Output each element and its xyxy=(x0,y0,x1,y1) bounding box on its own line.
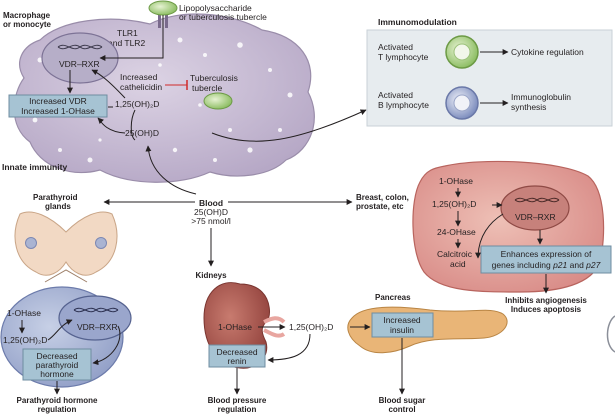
pancreas-title: Pancreas xyxy=(375,293,411,302)
pancreas-outcome-2: control xyxy=(388,405,415,414)
insulin-box-line2: insulin xyxy=(390,325,414,335)
cancer-title-2: prostate, etc xyxy=(356,202,404,211)
kidneys-title: Kidneys xyxy=(195,271,227,280)
kidney-outcome: Blood pressure xyxy=(208,396,267,405)
tlr-label: TLR1 xyxy=(117,28,138,38)
parathyroid-arrows xyxy=(19,319,121,395)
macrophage-calcidiol: 25(OH)D xyxy=(125,128,159,138)
pth-outcome-2: regulation xyxy=(38,405,77,414)
tubercle-label: Tuberculosis xyxy=(190,73,238,83)
kidney-feedback-arrow xyxy=(267,333,311,363)
pth-box-line2: parathyroid xyxy=(36,360,79,370)
parathyroid-nucleus xyxy=(58,295,132,341)
blood-arrows xyxy=(103,145,353,267)
parathyroid-hormone-box xyxy=(22,348,92,381)
immunoglobulin-label-2: synthesis xyxy=(511,102,546,112)
dna-helix-icon xyxy=(73,307,119,313)
lps-label-2: or tuberculosis tubercle xyxy=(179,12,267,22)
tumor-ohase: 1-OHase xyxy=(439,176,473,186)
insulin-box xyxy=(371,312,434,338)
immunomodulation-title: Immunomodulation xyxy=(378,17,457,27)
lps-tubercle-icon xyxy=(148,0,178,16)
thyroid-callout xyxy=(44,269,88,283)
tubercle-label-2: tubercle xyxy=(192,83,223,93)
pth-box-line3: hormone xyxy=(40,369,74,379)
parathyroid-nodules xyxy=(25,237,107,249)
lps-label: Lipopolysaccharide xyxy=(179,3,252,13)
tumor-outcome: Inhibits angiogenesis xyxy=(505,296,587,305)
macrophage-title: Macrophage xyxy=(3,11,51,20)
gene-box-prefix: genes including xyxy=(492,260,553,270)
tumor-24-ohase: 24-OHase xyxy=(437,227,476,237)
macrophage-calcitriol: 1,25(OH)₂D xyxy=(115,99,159,109)
parathyroid-title: Parathyroid xyxy=(33,193,78,202)
cancer-title: Breast, colon, xyxy=(356,193,409,202)
parathyroid-calcitriol: 1,25(OH)₂D xyxy=(3,335,47,345)
blood-threshold: >75 nmol/l xyxy=(191,216,231,226)
b-lymphocyte-nucleus xyxy=(453,94,471,112)
innate-immunity-label: Innate immunity xyxy=(2,162,67,172)
kidney-calcitriol: 1,25(OH)₂D xyxy=(289,322,333,332)
macrophage-box-line2: Increased 1-OHase xyxy=(21,106,95,116)
thyroid-gland xyxy=(14,211,118,276)
tumor-outcome-2: Induces apoptosis xyxy=(511,305,582,314)
gene-p27: p27 xyxy=(585,260,600,270)
gene-box-line1: Enhances expression of xyxy=(501,249,592,259)
renal-vessels xyxy=(263,316,286,338)
macrophage-box-line1: Increased VDR xyxy=(29,96,87,106)
immunoglobulin-label: Immunoglobulin xyxy=(511,92,571,102)
pth-outcome: Parathyroid hormone xyxy=(17,396,98,405)
tumor-arrows xyxy=(455,188,549,294)
cytokine-label: Cytokine regulation xyxy=(511,47,584,57)
calcitroic-label-2: acid xyxy=(450,259,466,269)
tumor-vdr-rxr: VDR–RXR xyxy=(515,212,556,222)
kidney-ohase: 1-OHase xyxy=(218,322,252,332)
calcitroic-label: Calcitroic xyxy=(437,249,473,259)
gene-p21: p21 xyxy=(552,260,567,270)
tumor-nucleus xyxy=(500,185,570,231)
immunomodulation-panel xyxy=(366,29,613,127)
tlr-label-2: and TLR2 xyxy=(108,38,145,48)
gene-box-line2: genes including p21 and p27 xyxy=(492,260,601,270)
tumor-calcitriol: 1,25(OH)₂D xyxy=(432,199,476,209)
dna-helix-icon xyxy=(57,44,103,50)
t-lymphocyte-label-2: T lymphocyte xyxy=(378,52,429,62)
macrophage-vdr-rxr: VDR–RXR xyxy=(59,59,100,69)
t-lymphocyte-label: Activated xyxy=(378,42,413,52)
insulin-box-line1: Increased xyxy=(383,315,421,325)
parathyroid-ohase: 1-OHase xyxy=(7,308,41,318)
macrophage-vdr-box xyxy=(8,94,108,118)
gene-expression-box xyxy=(480,245,612,274)
cathelicidin-label: Increased xyxy=(120,72,158,82)
t-lymphocyte-nucleus xyxy=(453,43,471,61)
macrophage-title-2: or monocyte xyxy=(3,20,52,29)
gene-box-and: and xyxy=(567,260,586,270)
renin-box-line1: Decreased xyxy=(216,347,257,357)
pth-box-line1: Decreased xyxy=(36,351,77,361)
renin-box-line2: renin xyxy=(228,356,247,366)
kidney-outcome-2: regulation xyxy=(218,405,257,414)
parathyroid-title-2: glands xyxy=(45,202,71,211)
dna-helix-icon xyxy=(514,197,560,203)
b-lymphocyte-label: Activated xyxy=(378,90,413,100)
renin-box xyxy=(208,344,266,368)
cropped-edge-shape xyxy=(606,315,615,353)
b-lymphocyte-label-2: B lymphocyte xyxy=(378,100,429,110)
blood-label: Blood xyxy=(199,198,223,208)
cathelicidin-label-2: cathelicidin xyxy=(120,82,162,92)
tubercle-icon xyxy=(203,92,233,110)
macrophage-arrows xyxy=(67,15,367,142)
parathyroid-vdr-rxr: VDR–RXR xyxy=(77,322,118,332)
blood-level: 25(OH)D xyxy=(194,207,228,217)
pancreas-outcome: Blood sugar xyxy=(379,396,426,405)
